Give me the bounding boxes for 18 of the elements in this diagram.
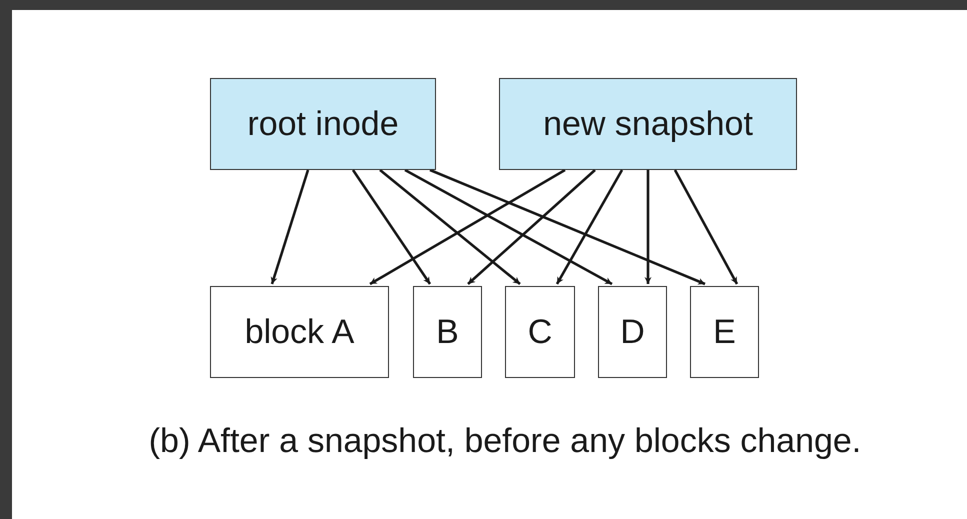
arrow <box>379 169 521 285</box>
arrow <box>270 170 310 284</box>
arrow <box>644 170 652 284</box>
arrow <box>369 168 566 286</box>
arrow <box>674 169 738 285</box>
pointer-box: root inode <box>210 78 436 170</box>
block-box: E <box>690 286 759 378</box>
caption: (b) After a snapshot, before any blocks change. <box>148 421 862 462</box>
pointer-box: new snapshot <box>499 78 797 170</box>
block-box: D <box>598 286 667 378</box>
block-box: B <box>413 286 482 378</box>
block-box: C <box>505 286 575 378</box>
arrow <box>352 169 432 285</box>
arrow <box>404 168 613 286</box>
arrow <box>430 168 706 286</box>
block-box: block A <box>210 286 389 378</box>
arrow <box>556 169 624 285</box>
arrow <box>467 169 596 285</box>
